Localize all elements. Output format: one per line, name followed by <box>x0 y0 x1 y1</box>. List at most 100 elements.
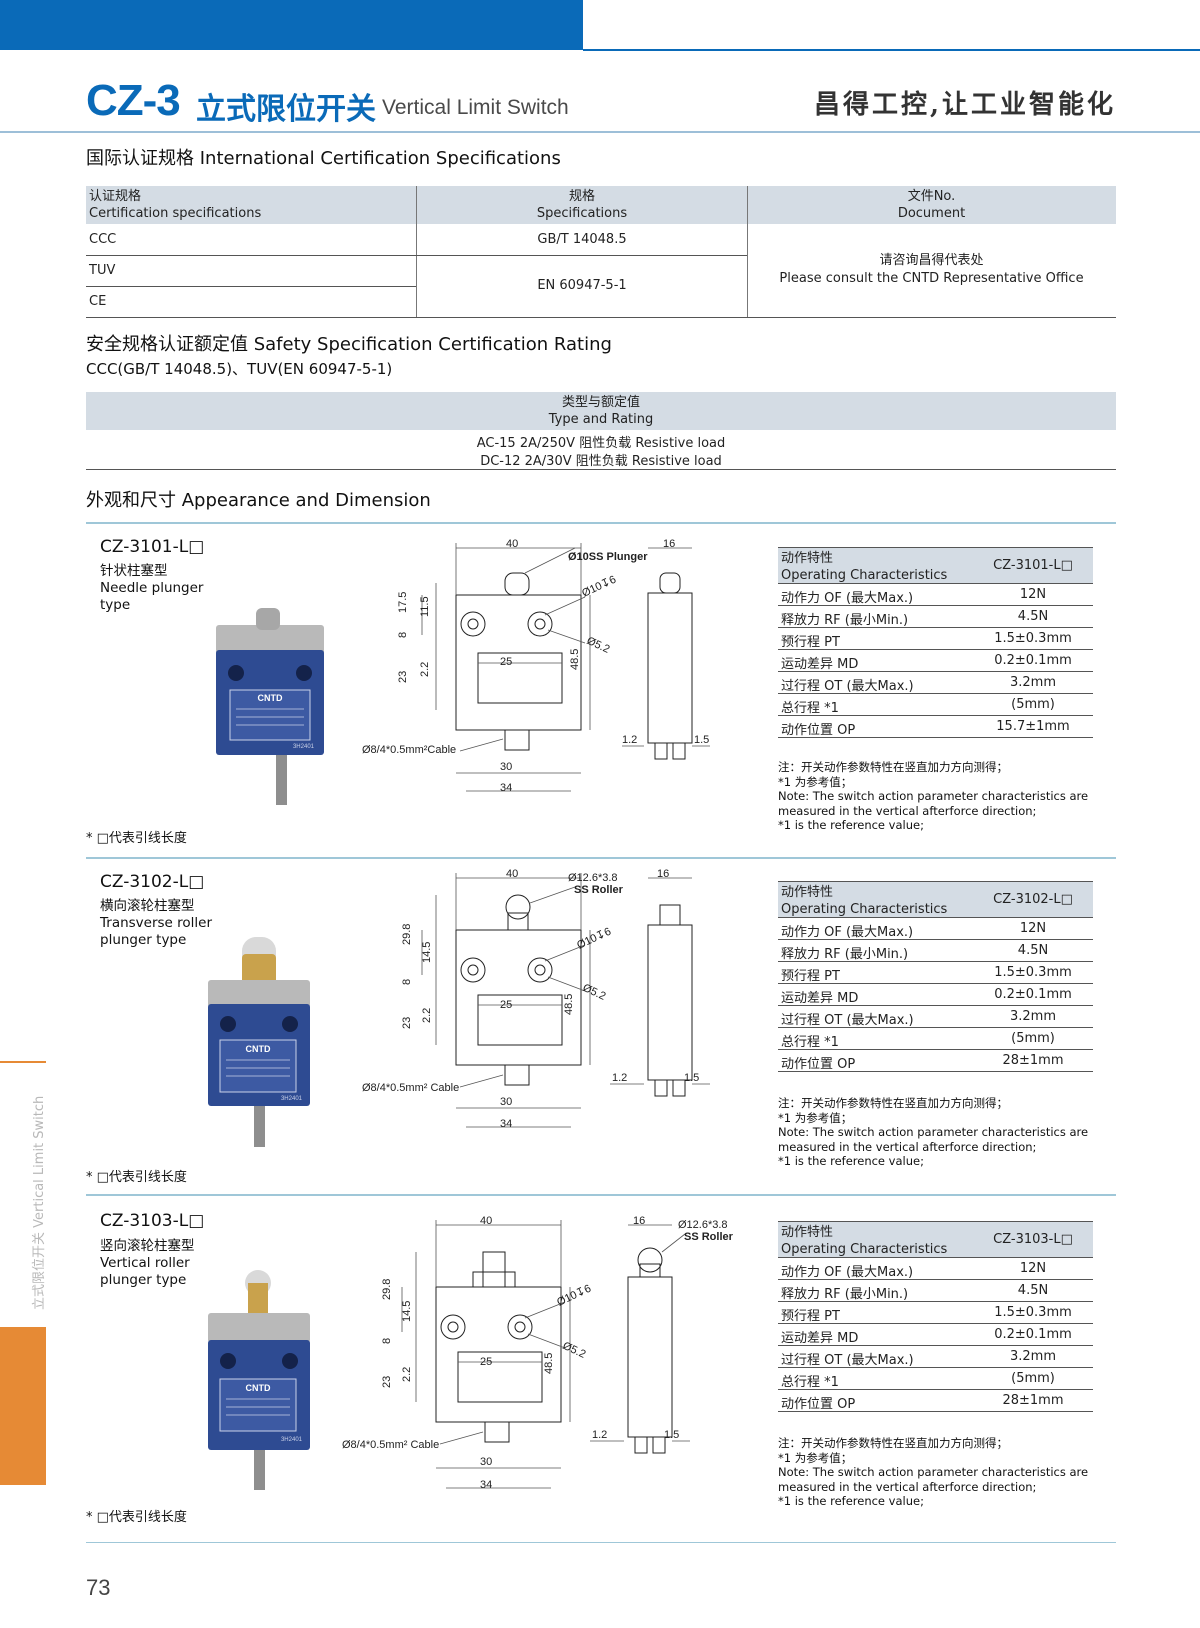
product2-drawing: 40 16 Ø12.6*3.8 SS Roller Ø10↧6 Ø5.2 29.… <box>362 868 710 1130</box>
cert-col1-en: Certification specifications <box>89 206 262 221</box>
rating-head-en: Type and Rating <box>548 412 654 427</box>
product3-photo: CNTD 3H2401 <box>208 1270 310 1490</box>
product2-device-brand: CNTD <box>246 1044 271 1054</box>
spec-value: (5mm) <box>1011 1371 1055 1386</box>
product2-dim-h4: 23 <box>401 1017 413 1029</box>
spec-key: 运动差异 MD <box>781 657 859 672</box>
product3-notes: 注：开关动作参数特性在竖直加力方向测得； *1 为参考值； Note: The … <box>778 1436 1118 1509</box>
product2-device-code: 3H2401 <box>281 1096 303 1102</box>
product2-spec-head-en: Operating Characteristics <box>781 902 948 917</box>
product1-dim-height: 48.5 <box>569 649 581 670</box>
product3-type: 竖向滚轮柱塞型 Vertical roller plunger type <box>100 1238 195 1289</box>
rating-row-ac: AC-15 2A/250V 阻性负载 Resistive load <box>476 436 726 451</box>
spec-value: 1.5±0.3mm <box>994 1305 1072 1320</box>
product3-dim-h1: 29.8 <box>381 1279 393 1300</box>
product1-dim-h3: 8 <box>397 632 409 638</box>
product3-dim-actuator1: Ø12.6*3.8 <box>678 1219 728 1231</box>
product1-spec-head-cn: 动作特性 <box>781 551 834 566</box>
note-line: measured in the vertical afterforce dire… <box>778 1139 1037 1154</box>
spec-value: 0.2±0.1mm <box>994 987 1072 1002</box>
product1-dim-cable: Ø8/4*0.5mm²Cable <box>362 744 456 756</box>
note-line: *1 is the reference value; <box>778 1154 924 1168</box>
product1-spec-row-rf: 释放力 RF (最小Min.) 4.5N <box>778 606 1093 628</box>
product1-dim-width: 40 <box>506 538 518 550</box>
product3-type-en1: Vertical roller <box>100 1255 190 1271</box>
product3-device-brand: CNTD <box>246 1383 271 1393</box>
product3-spec-row-ot: 过行程 OT (最大Max.)3.2mm <box>778 1346 1093 1368</box>
note-line: measured in the vertical afterforce dire… <box>778 1479 1037 1494</box>
product2-type-en2: plunger type <box>100 932 187 948</box>
product2-type-cn: 横向滚轮柱塞型 <box>100 898 195 914</box>
spec-key: 过行程 OT (最大Max.) <box>781 679 914 694</box>
divider-1 <box>86 522 1116 524</box>
spec-value: 28±1mm <box>1002 1393 1064 1408</box>
product3-dim-h3: 8 <box>381 1338 393 1344</box>
product2-dim-t2: 1.5 <box>684 1072 699 1084</box>
note-line: measured in the vertical afterforce dire… <box>778 803 1037 818</box>
note-line: *1 为参考值； <box>778 774 853 789</box>
product1-spec-head-en: Operating Characteristics <box>781 568 948 583</box>
product1-drawing: 40 16 Ø10SS Plunger Ø10↧6 Ø5.2 17.5 11.5… <box>362 538 710 794</box>
product1-dim-inner: 25 <box>500 656 512 668</box>
product1-footnote: * □代表引线长度 <box>86 831 187 846</box>
product2-dim-width: 40 <box>506 868 518 880</box>
spec-key: 动作力 OF (最大Max.) <box>781 1265 914 1280</box>
product3-spec-head-en: Operating Characteristics <box>781 1242 948 1257</box>
note-line: Note: The switch action parameter charac… <box>778 1465 1089 1479</box>
product1-type-cn: 针状柱塞型 <box>100 563 168 579</box>
product3-spec-head-model: CZ-3103-L□ <box>993 1232 1073 1247</box>
product1-model: CZ-3101-L□ <box>100 537 205 557</box>
spec-value: 4.5N <box>1017 609 1049 624</box>
product1-spec-row-ot: 过行程 OT (最大Max.)3.2mm <box>778 672 1093 694</box>
rating-head-cn: 类型与额定值 <box>561 395 640 410</box>
product2-dim-h5: 2.2 <box>421 1008 433 1023</box>
product2-spec-row-of: 动作力 OF (最大Max.)12N <box>778 918 1093 940</box>
spec-key: 总行程 *1 <box>781 1035 839 1050</box>
spec-value: 3.2mm <box>1009 1349 1056 1364</box>
cert-col2-cn: 规格 <box>568 189 595 204</box>
product3-dim-inner: 25 <box>480 1356 492 1368</box>
cert-col3-en: Document <box>897 206 966 221</box>
cert-col2-en: Specifications <box>536 206 628 221</box>
product2-spec-head-cn: 动作特性 <box>781 885 834 900</box>
note-line: 注：开关动作参数特性在竖直加力方向测得； <box>778 760 1008 774</box>
product1-dim-actuator: Ø10SS Plunger <box>568 551 648 563</box>
product3-spec-header: 动作特性 Operating Characteristics CZ-3103-L□ <box>778 1221 1093 1258</box>
product1-dim-h5: 2.2 <box>419 662 431 677</box>
spec-key: 预行程 PT <box>781 1309 840 1324</box>
note-line: 注：开关动作参数特性在竖直加力方向测得； <box>778 1096 1008 1110</box>
cert-doc-en: Please consult the CNTD Representative O… <box>779 271 1084 286</box>
product1-spec-row-of: 动作力 OF (最大Max.)12N <box>778 584 1093 606</box>
product1-dim-h1: 17.5 <box>397 592 409 613</box>
product3-dim-bottom1: 30 <box>480 1456 492 1468</box>
product2-type-en1: Transverse roller <box>100 915 213 931</box>
product2-notes: 注：开关动作参数特性在竖直加力方向测得； *1 为参考值； Note: The … <box>778 1096 1118 1169</box>
note-line: Note: The switch action parameter charac… <box>778 1125 1089 1139</box>
product1-spec-row-tt: 总行程 *1(5mm) <box>778 694 1093 716</box>
rating-header: 类型与额定值 Type and Rating <box>86 392 1116 430</box>
spec-key: 运动差异 MD <box>781 991 859 1006</box>
product3-spec-head-cn: 动作特性 <box>781 1225 834 1240</box>
product1-dim-t2: 1.5 <box>694 734 709 746</box>
spec-value: 12N <box>1019 1261 1047 1276</box>
spec-key: 预行程 PT <box>781 969 840 984</box>
note-line: *1 is the reference value; <box>778 818 924 832</box>
note-line: *1 为参考值； <box>778 1450 853 1465</box>
slogan: 昌得工控,让工业智能化 <box>813 90 1116 120</box>
product3-drawing: 40 16 Ø12.6*3.8 SS Roller Ø10↧6 Ø5.2 29.… <box>342 1215 734 1491</box>
note-line: Note: The switch action parameter charac… <box>778 789 1089 803</box>
product2-dim-h1: 29.8 <box>401 924 413 945</box>
spec-key: 释放力 RF (最小Min.) <box>781 613 909 628</box>
page-header: CZ-3 立式限位开关 Vertical Limit Switch 昌得工控,让… <box>86 76 1116 136</box>
product3-spec-row-rf: 释放力 RF (最小Min.)4.5N <box>778 1280 1093 1302</box>
cert-row-ce: CE <box>89 294 107 309</box>
product2-dim-t1: 1.2 <box>612 1072 627 1084</box>
product3-spec-row-tt: 总行程 *1(5mm) <box>778 1368 1093 1390</box>
note-line: *1 is the reference value; <box>778 1494 924 1508</box>
spec-key: 总行程 *1 <box>781 701 839 716</box>
product2-dim-height: 48.5 <box>563 994 575 1015</box>
spec-key: 动作位置 OP <box>781 723 856 738</box>
product3-device-code: 3H2401 <box>281 1437 303 1443</box>
product2-photo: CNTD 3H2401 <box>208 937 310 1147</box>
title-model: CZ-3 <box>86 76 181 125</box>
